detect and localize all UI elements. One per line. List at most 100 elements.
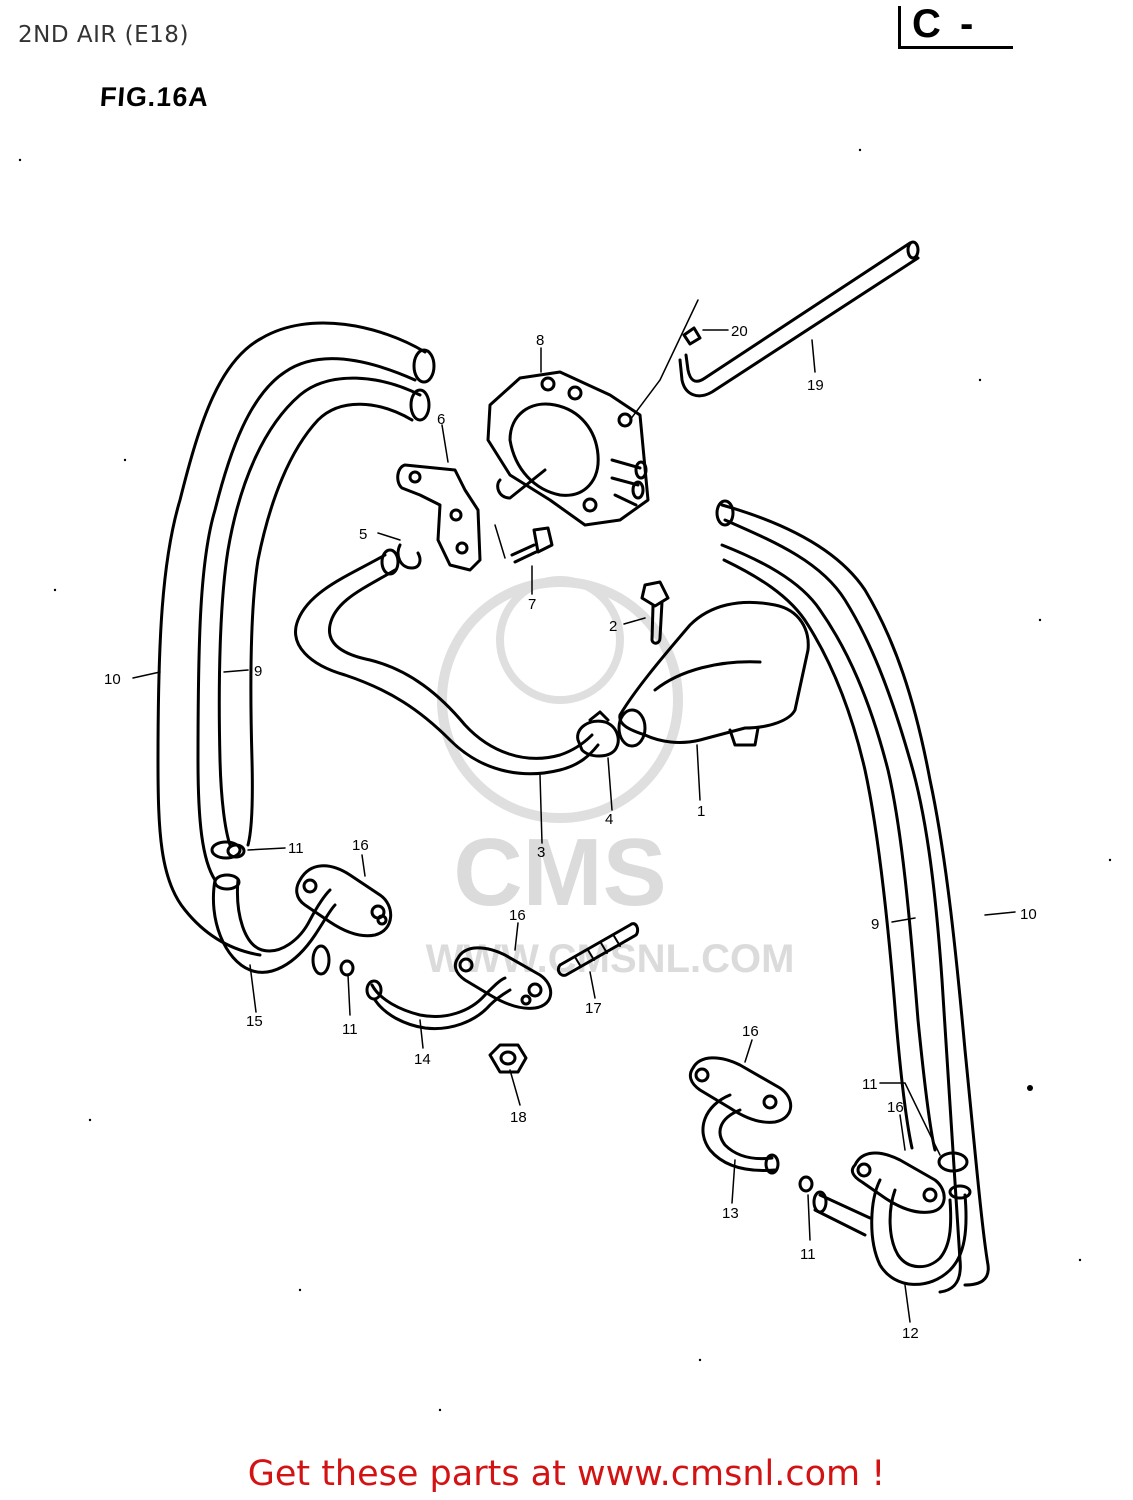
hose-10-left-end [412, 348, 436, 384]
scan-speckles [18, 148, 1112, 1412]
flange-16-right-lower [850, 1151, 946, 1214]
flange-16-right-upper-hole [762, 1094, 778, 1110]
bolt-2 [640, 580, 670, 645]
bolt-7 [510, 526, 554, 564]
page-title: 2ND AIR (E18) [18, 22, 189, 48]
watermark-logo-text: CMS [453, 819, 666, 926]
pipe-15-inner [235, 878, 332, 953]
hose-10-right [723, 518, 962, 1294]
callout-7: 7 [528, 596, 536, 613]
callout-19: 19 [807, 377, 824, 394]
watermark: CMS WWW.CMSNL.COM [426, 576, 795, 981]
callout-11-c: 11 [862, 1076, 878, 1093]
clip-11 [339, 959, 355, 977]
flange-16-left-hole [376, 914, 388, 926]
pipe-12-end [812, 1190, 828, 1214]
hose-10-left [156, 321, 427, 957]
pipe-15-stub [311, 944, 331, 976]
leader-lines [132, 299, 1016, 1323]
reed-valve-8-bolt [540, 376, 556, 392]
callout-10-left: 10 [104, 671, 121, 688]
hose-10-left-inner [196, 357, 417, 882]
pipe-12-inner [888, 1188, 953, 1269]
callout-16-a: 16 [352, 837, 369, 854]
reed-valve-8-body [508, 402, 600, 497]
air-chamber-1-foot [728, 726, 760, 747]
reed-valve-8-nipple [631, 480, 645, 500]
callout-9-right: 9 [871, 916, 879, 933]
callout-12: 12 [902, 1325, 919, 1342]
flange-16-right-upper [688, 1056, 793, 1124]
callout-5: 5 [359, 526, 367, 543]
hose-3-inner [327, 568, 594, 760]
callout-8: 8 [536, 332, 544, 349]
callout-11-b: 11 [342, 1021, 358, 1038]
callout-9-left: 9 [254, 663, 262, 680]
bracket-6-hole [408, 470, 422, 484]
pipe-14-end [365, 979, 383, 1001]
footer-link[interactable]: Get these parts at www.cmsnl.com ! [247, 1454, 886, 1494]
hose-9-left-inner [246, 402, 414, 847]
clamp-20 [682, 326, 702, 346]
callout-labels: 1 2 3 4 5 6 7 8 9 9 10 10 11 11 11 11 12… [104, 323, 1037, 1342]
callout-11-d: 11 [800, 1246, 816, 1263]
pipe-13 [701, 1093, 777, 1172]
corner-box [898, 6, 1013, 49]
hose-9-left-bottom [210, 840, 242, 860]
callout-15: 15 [246, 1013, 263, 1030]
flange-16-right-lower-hole [856, 1162, 872, 1178]
callout-13: 13 [722, 1205, 739, 1222]
callout-3: 3 [537, 844, 545, 861]
clip-5 [396, 543, 422, 570]
hose-9-right [720, 543, 937, 1152]
pipe-14-inner [373, 988, 512, 1031]
pipe-13-end [764, 1153, 780, 1175]
hose-9-left [217, 376, 422, 847]
flange-16-center-hole [458, 957, 474, 973]
pipe-12-end [948, 1184, 972, 1200]
hose-19-end [906, 240, 920, 260]
callout-16-c: 16 [742, 1023, 759, 1040]
bracket-6 [396, 463, 482, 572]
clamp-4 [576, 710, 620, 758]
reed-valve-8-bolt [567, 385, 583, 401]
hose-19 [678, 241, 920, 398]
reed-valve-8 [486, 370, 650, 527]
stud-17-thread [574, 935, 621, 968]
flange-16-center-hole [527, 982, 543, 998]
clip-11 [226, 843, 246, 859]
callout-4: 4 [605, 811, 613, 828]
clip-11 [798, 1175, 814, 1193]
reed-valve-8-nipple [634, 460, 648, 480]
callout-14: 14 [414, 1051, 431, 1068]
pipe-14 [370, 976, 507, 1018]
flange-16-left-hole [302, 878, 318, 894]
bracket-6-hole [449, 508, 463, 522]
pipe-15 [211, 878, 337, 974]
flange-16-center [453, 946, 553, 1010]
callout-16-b: 16 [509, 907, 526, 924]
hose-9-left-end [409, 388, 431, 422]
callout-20: 20 [731, 323, 748, 340]
watermark-url-text: WWW.CMSNL.COM [426, 937, 795, 981]
reed-valve-8-port [496, 468, 547, 500]
hose-10-right-end [715, 499, 735, 527]
callout-18: 18 [510, 1109, 527, 1126]
corner-code: C - [912, 2, 978, 46]
nut-18 [488, 1043, 528, 1074]
air-chamber-1 [618, 600, 810, 744]
hose-10-right-inner [720, 503, 990, 1287]
reed-valve-8-bolt [582, 497, 598, 513]
callout-1: 1 [697, 803, 705, 820]
nut-18-hole [499, 1050, 517, 1066]
reed-valve-8-bolt [617, 412, 633, 428]
flange-16-left [295, 864, 393, 938]
bracket-6-hole [455, 541, 469, 555]
callout-2: 2 [609, 618, 617, 635]
hose-3-end [380, 548, 400, 576]
callout-6: 6 [437, 411, 445, 428]
callout-17: 17 [585, 1000, 602, 1017]
flange-16-right-lower-hole [922, 1187, 938, 1203]
flange-16-right-upper-hole [694, 1067, 710, 1083]
